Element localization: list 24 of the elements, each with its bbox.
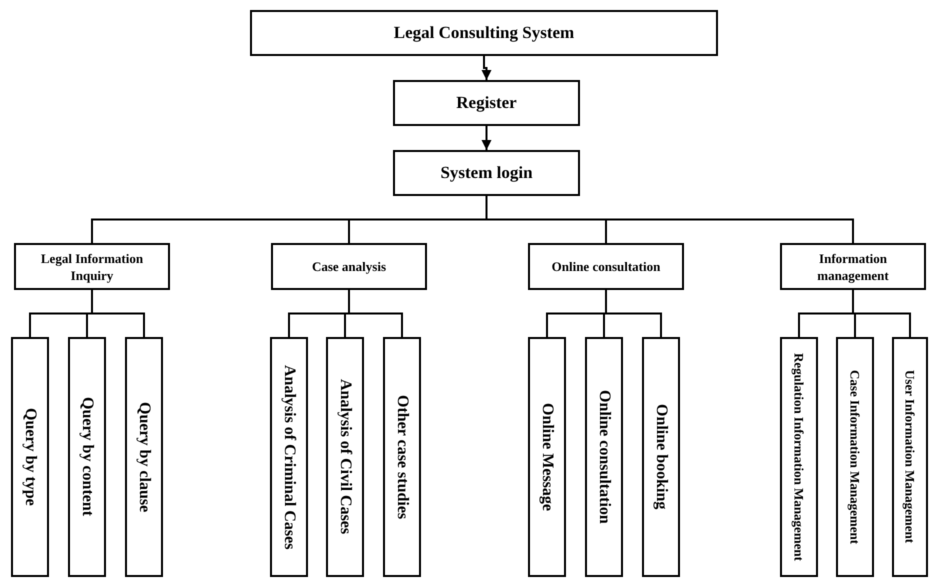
function-box: Analysis of Civil Cases — [326, 337, 364, 577]
function-box: Query by content — [68, 337, 106, 577]
arrow — [482, 56, 492, 80]
function-box: Regulation Information Management — [780, 337, 818, 577]
function-box: Online booking — [642, 337, 680, 577]
arrow — [482, 126, 492, 150]
function-box: Query by type — [11, 337, 49, 577]
function-box: Online Message — [528, 337, 566, 577]
connector-line — [91, 290, 145, 337]
process-box: Register — [393, 80, 580, 126]
process-box: Information management — [780, 243, 926, 290]
function-box: Other case studies — [383, 337, 421, 577]
process-box: Legal Information Inquiry — [14, 243, 170, 290]
connector-line — [486, 196, 854, 243]
process-box: System login — [393, 150, 580, 196]
function-box: Query by clause — [125, 337, 163, 577]
function-box: Case Information Management — [836, 337, 874, 577]
process-box: Online consultation — [528, 243, 684, 290]
process-box: Legal Consulting System — [250, 10, 718, 56]
function-box: Online consultation — [585, 337, 623, 577]
process-box: Case analysis — [271, 243, 427, 290]
function-box: Analysis of Criminal Cases — [270, 337, 308, 577]
function-box: User Information Management — [892, 337, 928, 577]
connector-line — [605, 290, 662, 337]
